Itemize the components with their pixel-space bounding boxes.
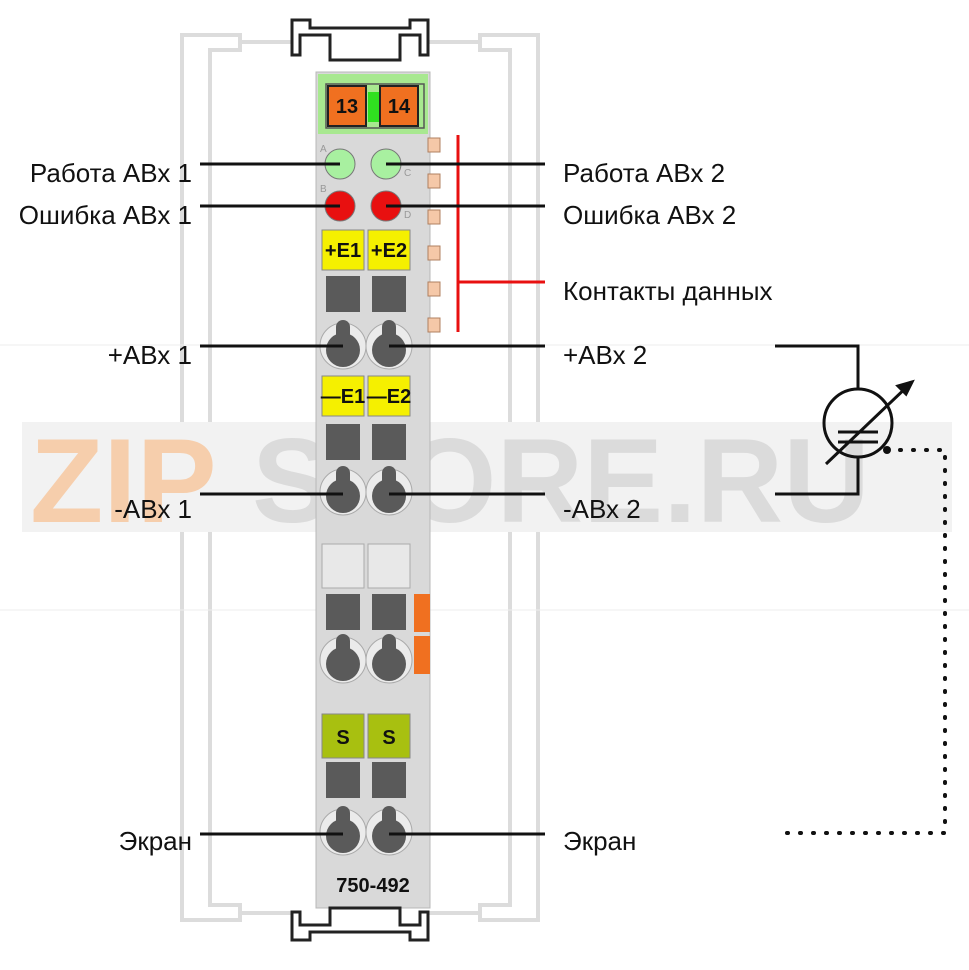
release-buttons-4	[326, 762, 406, 798]
label-minus-2: -АВх 2	[563, 494, 641, 524]
data-contacts-bracket	[456, 135, 545, 332]
minus-labels: —E1 —E2	[321, 375, 411, 417]
label-minus-e2: —E2	[367, 386, 411, 408]
label-minus-e1: —E1	[321, 386, 365, 408]
clamp-row-2	[319, 466, 413, 516]
top-terminals: 13 14	[327, 85, 419, 127]
empty-label-slots	[321, 543, 411, 589]
release-buttons-2	[326, 424, 406, 460]
release-buttons-1	[326, 276, 406, 312]
label-s1: S	[336, 727, 349, 749]
terminal-13: 13	[336, 96, 358, 118]
label-plus-e2: +E2	[371, 240, 407, 262]
clamp-row-4	[319, 806, 413, 856]
data-contacts	[427, 137, 441, 333]
svg-text:D: D	[404, 210, 411, 221]
label-err-2: Ошибка АВх 2	[563, 200, 736, 230]
svg-text:C: C	[404, 168, 411, 179]
label-s2: S	[382, 727, 395, 749]
label-run-2: Работа АВх 2	[563, 158, 725, 188]
sensor-symbol	[775, 344, 915, 496]
watermark-part1: ZIP	[30, 414, 217, 548]
label-plus-e1: +E1	[325, 240, 361, 262]
label-shield-1: Экран	[119, 826, 192, 856]
label-run-1: Работа АВх 1	[30, 158, 192, 188]
label-data-contacts: Контакты данных	[563, 276, 773, 306]
svg-text:A: A	[320, 144, 327, 155]
shield-labels: S S	[321, 713, 411, 759]
shield-dotted-line	[773, 448, 947, 835]
shield-junction-dot	[883, 446, 891, 454]
model-number: 750-492	[336, 875, 409, 897]
side-power-contact	[414, 594, 430, 674]
label-err-1: Ошибка АВх 1	[19, 200, 192, 230]
clamp-row-3	[319, 634, 413, 684]
label-shield-2: Экран	[563, 826, 636, 856]
label-plus-2: +АВх 2	[563, 340, 647, 370]
label-plus-1: +АВх 1	[108, 340, 192, 370]
terminal-14: 14	[388, 96, 411, 118]
watermark-band	[22, 422, 952, 532]
svg-text:B: B	[320, 184, 327, 195]
label-minus-1: -АВх 1	[114, 494, 192, 524]
release-buttons-3	[326, 594, 406, 630]
leader-lines-left	[200, 162, 343, 836]
plus-labels: +E1 +E2	[321, 229, 411, 271]
leader-lines-right	[386, 162, 545, 836]
